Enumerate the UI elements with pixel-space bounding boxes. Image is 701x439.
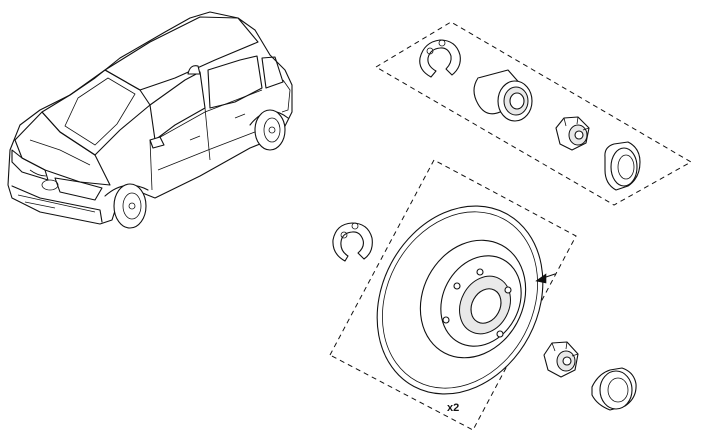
wheel-bearing xyxy=(473,69,533,122)
disc-kit-outline xyxy=(329,159,577,431)
quantity-label: x2 xyxy=(447,402,459,414)
bearing-kit-outline xyxy=(375,21,693,206)
circlip-top xyxy=(419,39,461,78)
hub-nut-bottom xyxy=(543,341,579,378)
car-illustration xyxy=(7,11,293,229)
wheel-stud-hole xyxy=(476,268,484,276)
pointer-arrow-icon xyxy=(535,273,556,284)
brake-disc xyxy=(376,205,544,395)
wheel-stud-hole xyxy=(504,286,512,294)
wheel-stud-hole xyxy=(453,282,461,290)
hub-nut-top xyxy=(555,116,590,151)
dust-cap-bottom xyxy=(591,367,637,411)
disc-kit-group: x2 xyxy=(329,159,637,431)
circlip-bottom xyxy=(332,222,373,262)
bearing-kit-group xyxy=(375,21,693,206)
dust-cap-top xyxy=(604,141,641,191)
wheel-stud-hole xyxy=(496,330,504,338)
wheel-stud-hole xyxy=(442,316,450,324)
